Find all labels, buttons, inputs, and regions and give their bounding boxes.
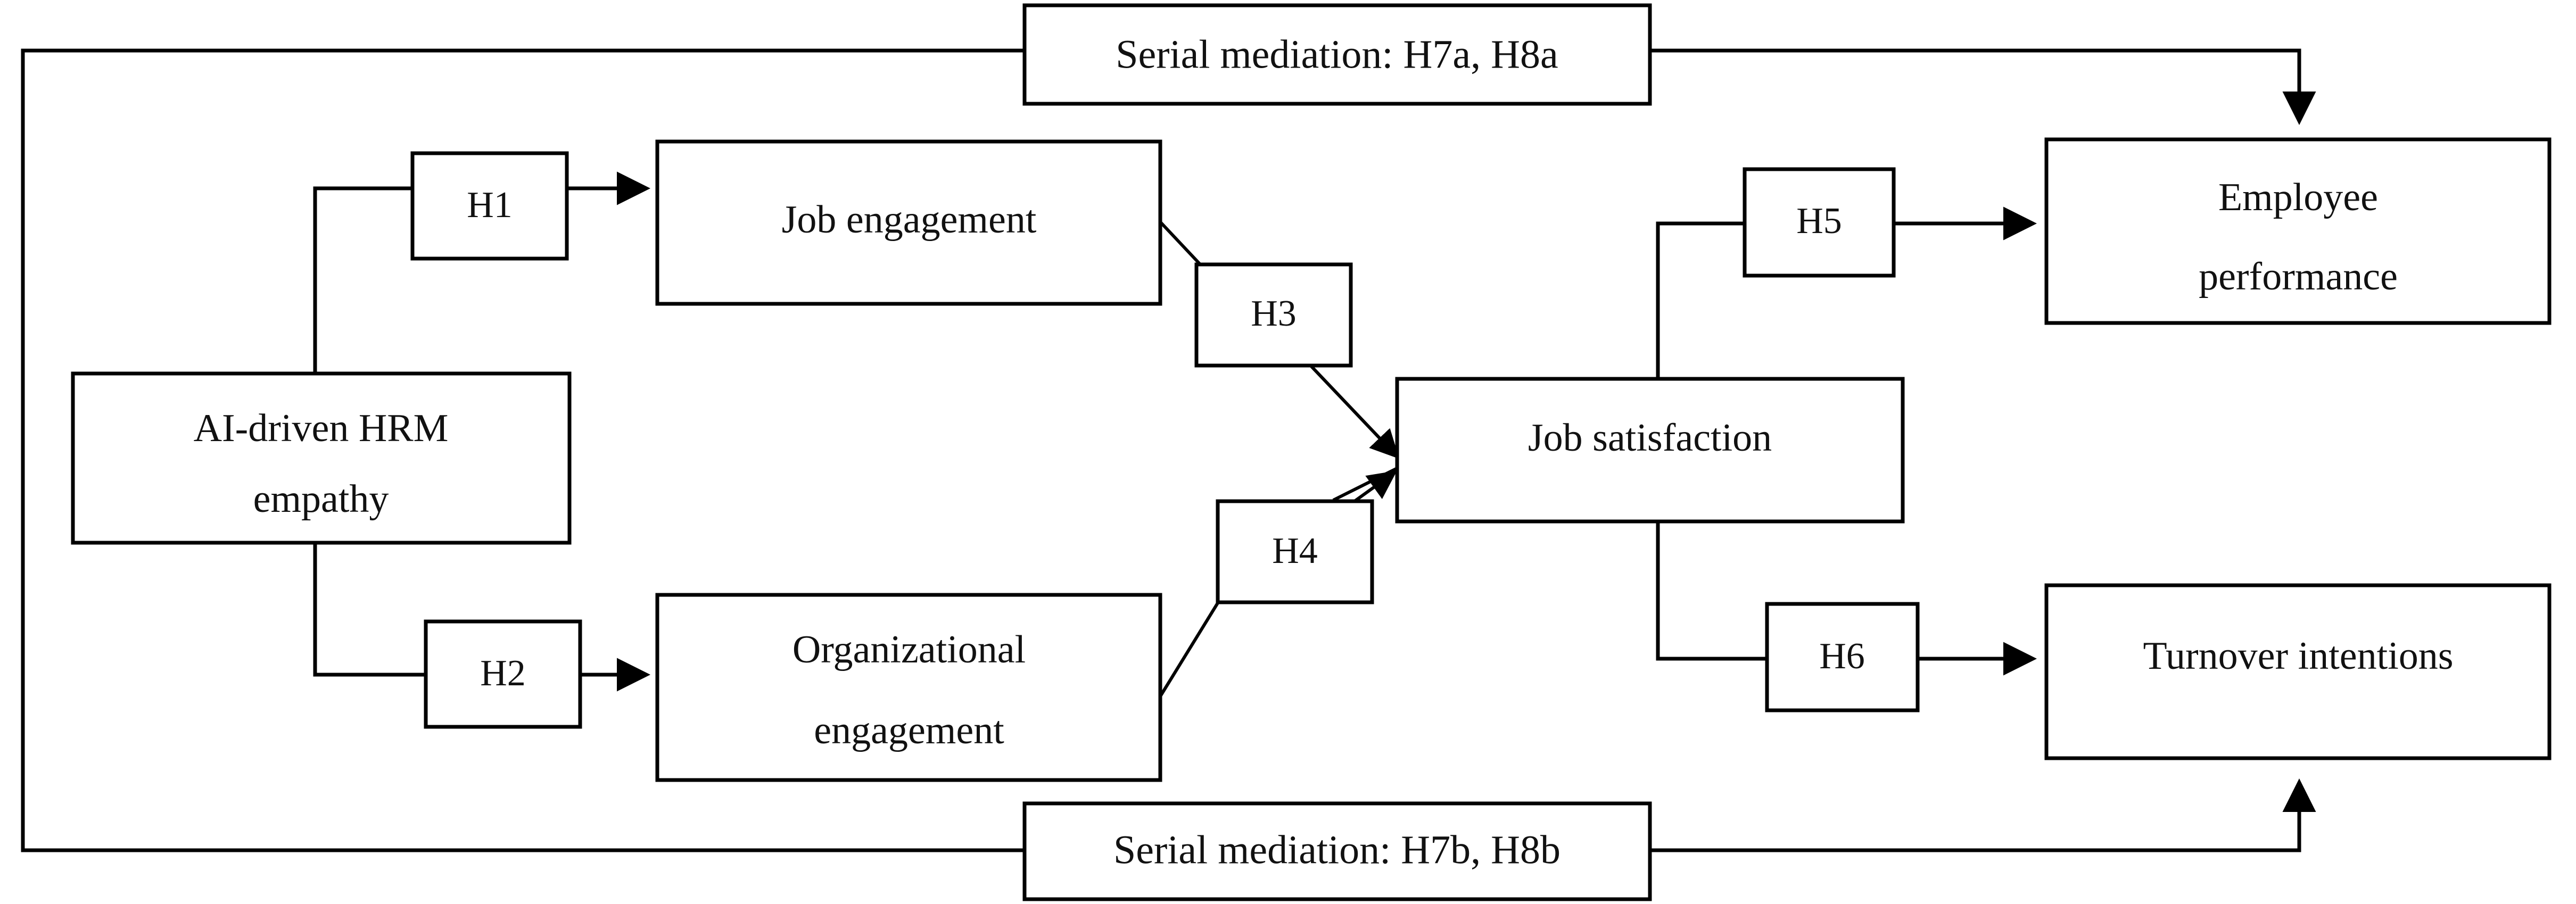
node-label-line1: Job satisfaction [1528,416,1772,460]
hypothesis-box [1216,499,1374,604]
hypothesis-box [1765,602,1920,712]
node-job-satisfaction[interactable]: Job satisfaction [1395,377,1905,524]
hypothesis-box-h2[interactable]: H2 [424,619,582,729]
serial-mediation-band-bottom[interactable]: Serial mediation: H7b, H8b [1022,801,1652,901]
node-label-line1: Job engagement [782,198,1037,242]
hypothesis-label: H3 [1251,293,1297,334]
serial-top-left-leg [21,48,1025,452]
hypothesis-box-h3[interactable]: H3 [1194,262,1353,368]
hypothesis-label: H5 [1796,201,1842,242]
hypothesis-box-h4[interactable]: H4 [1216,499,1374,604]
node-employee-performance[interactable]: Employee performance [2044,137,2552,325]
hypothesis-box [424,619,582,729]
hypothesis-label: H2 [480,653,526,694]
node-label-line2: empathy [253,477,389,521]
node-box [2044,583,2552,760]
node-box [1395,377,1905,524]
band-box [1022,801,1652,901]
node-label-line1: Turnover intentions [2143,634,2453,678]
hypothesis-label: H6 [1819,636,1865,677]
node-label-line1: Employee [2218,176,2378,219]
hypothesis-box-h5[interactable]: H5 [1743,167,1896,278]
node-box [655,139,1162,306]
node-turnover-intentions[interactable]: Turnover intentions [2044,583,2552,760]
node-box [71,371,572,545]
node-label-line2: performance [2199,255,2398,298]
node-label-line2: engagement [814,709,1004,752]
h3-connector-in [1158,219,1203,268]
node-label-line1: Organizational [792,628,1026,671]
serial-mediation-band-top[interactable]: Serial mediation: H7a, H8a [1022,3,1652,106]
h1-connector-in [313,186,412,374]
serial-bottom-left-leg [21,452,1025,852]
hypothesis-label: H4 [1272,530,1318,571]
serial-top-right-leg [1650,48,2316,125]
hypothesis-box [410,151,569,261]
hypothesis-box [1194,262,1353,368]
h2-connector-in [313,543,426,677]
hypothesis-box-h6[interactable]: H6 [1765,602,1920,712]
h4-connector-in [1158,600,1220,699]
band-label: Serial mediation: H7b, H8b [1113,827,1561,872]
hypothesis-box [1743,167,1896,278]
node-box [2044,137,2552,325]
h6-connector-in [1656,521,1767,661]
hypothesis-box-h1[interactable]: H1 [410,151,569,261]
node-box [655,593,1162,782]
node-organizational-engagement[interactable]: Organizational engagement [655,593,1162,782]
serial-bottom-right-leg [1650,778,2316,852]
band-box [1022,3,1652,106]
hypothesis-label: H1 [467,185,513,226]
node-ai-driven-hrm-empathy[interactable]: AI-driven HRM empathy [71,371,572,545]
band-label: Serial mediation: H7a, H8a [1116,32,1558,77]
node-job-engagement[interactable]: Job engagement [655,139,1162,306]
node-label-line1: AI-driven HRM [194,407,449,450]
